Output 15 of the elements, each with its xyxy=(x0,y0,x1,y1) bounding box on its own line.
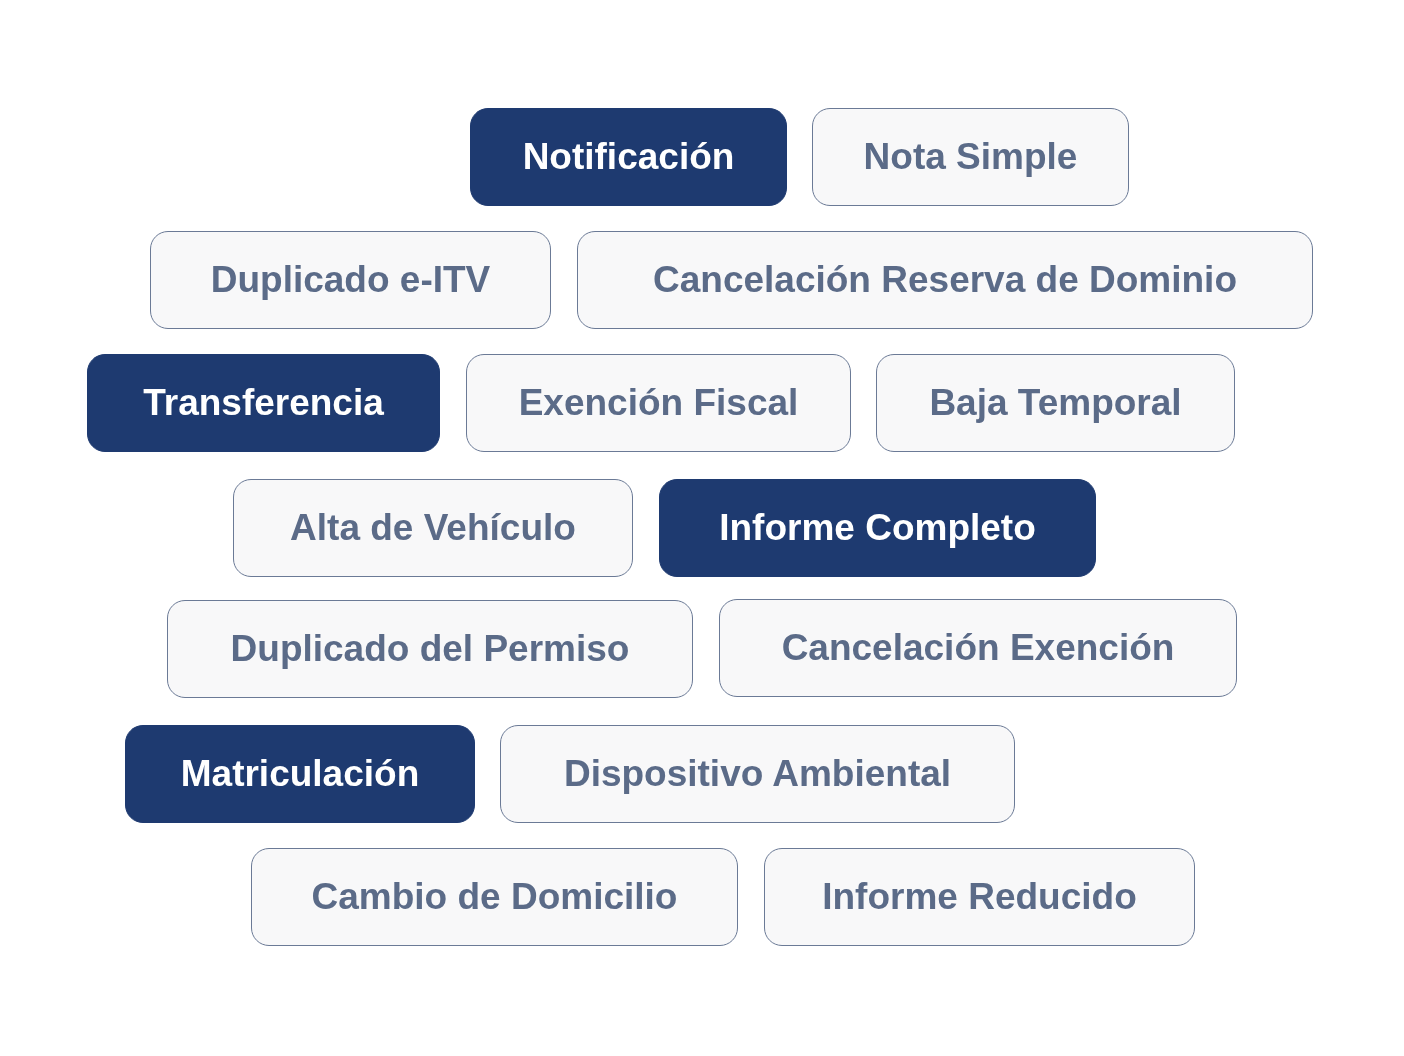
tag-chip: Cancelación Reserva de Dominio xyxy=(577,231,1313,329)
tag-chip: Nota Simple xyxy=(812,108,1129,206)
tag-chip: Exención Fiscal xyxy=(466,354,851,452)
selected-tag-chip: Transferencia xyxy=(87,354,440,452)
selected-tag-chip: Notificación xyxy=(470,108,787,206)
tag-chip: Baja Temporal xyxy=(876,354,1235,452)
tag-chip: Alta de Vehículo xyxy=(233,479,633,577)
tag-chip: Cancelación Exención xyxy=(719,599,1237,697)
tag-chip: Dispositivo Ambiental xyxy=(500,725,1015,823)
tag-chip: Duplicado e-ITV xyxy=(150,231,551,329)
selected-tag-chip: Informe Completo xyxy=(659,479,1096,577)
tag-chip: Cambio de Domicilio xyxy=(251,848,738,946)
selected-tag-chip: Matriculación xyxy=(125,725,475,823)
tag-chip: Duplicado del Permiso xyxy=(167,600,693,698)
tag-chip: Informe Reducido xyxy=(764,848,1195,946)
